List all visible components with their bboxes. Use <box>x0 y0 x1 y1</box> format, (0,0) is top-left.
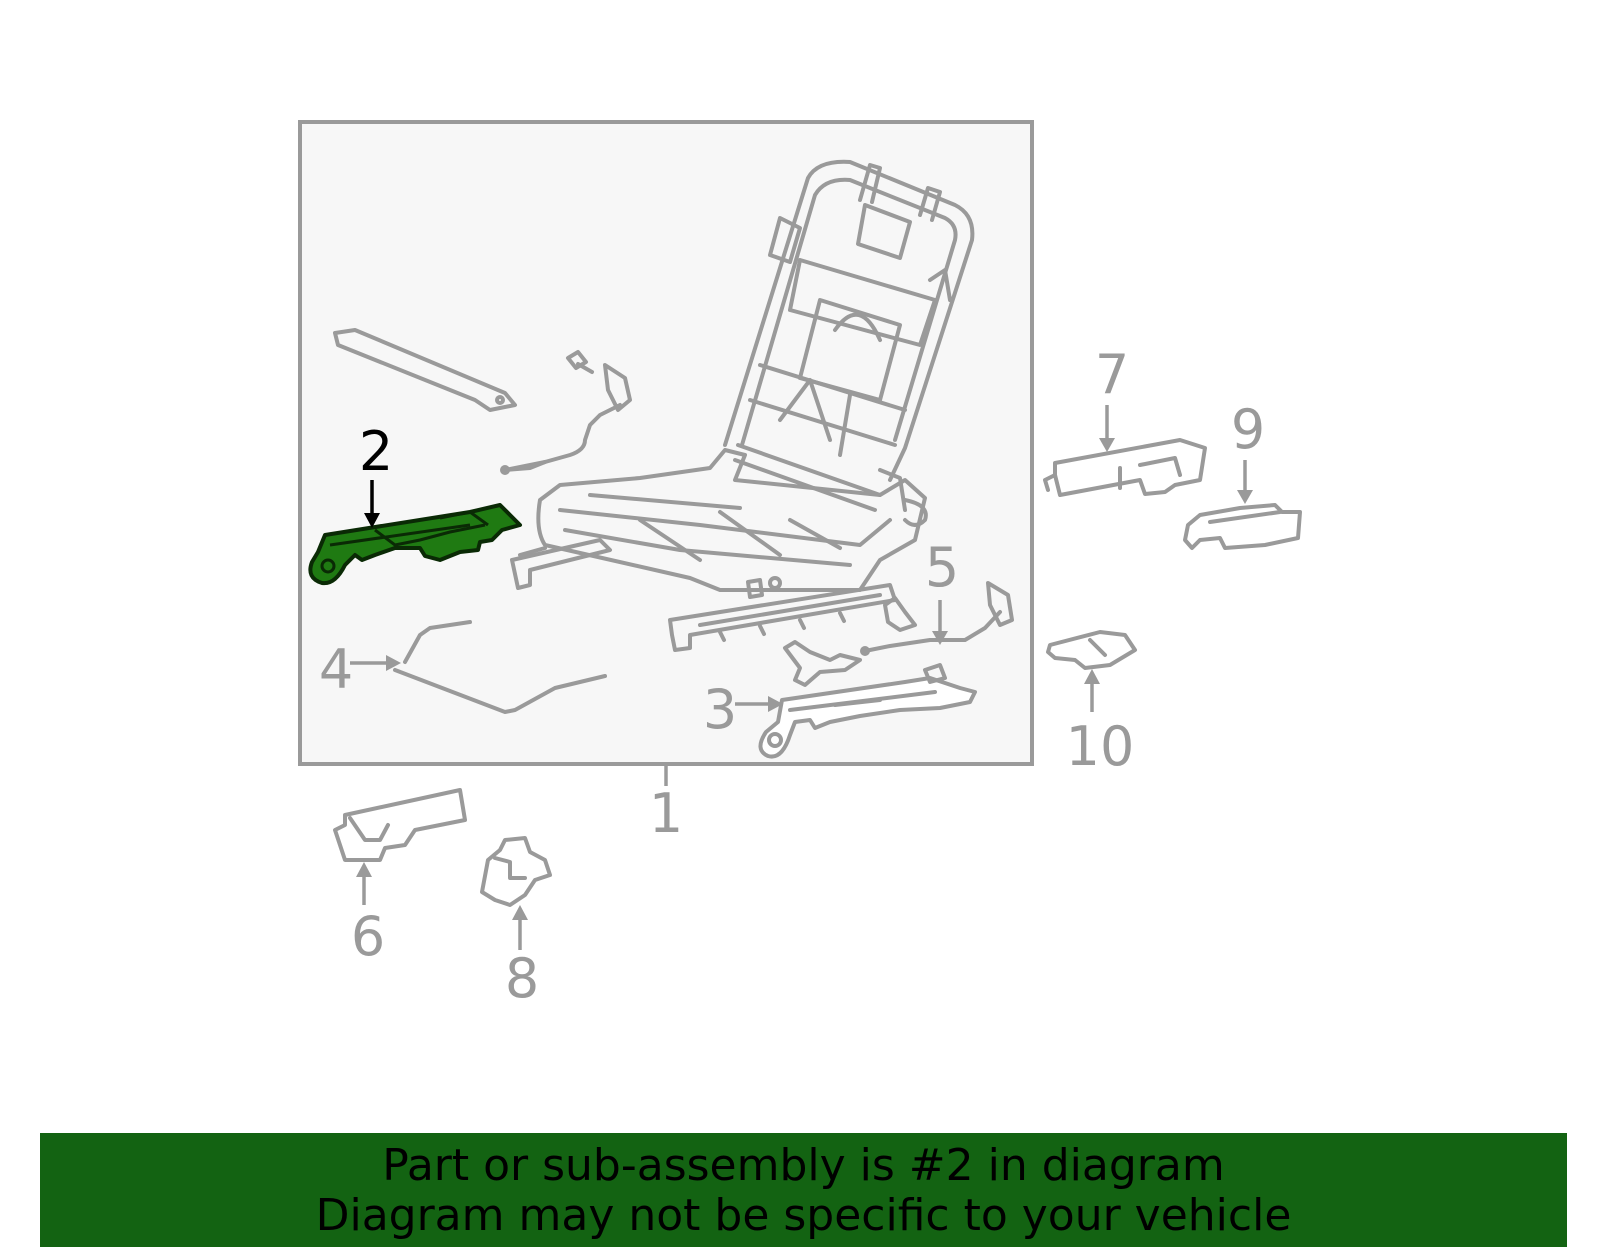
right-seat-rail <box>668 583 897 652</box>
callout-6[interactable]: 6 <box>351 905 385 968</box>
banner-line-2: Diagram may not be specific to your vehi… <box>315 1190 1292 1241</box>
info-banner: Part or sub-assembly is #2 in diagram Di… <box>40 1133 1567 1247</box>
callout-8[interactable]: 8 <box>505 947 539 1010</box>
callout-4[interactable]: 4 <box>319 638 353 701</box>
callout-7[interactable]: 7 <box>1095 343 1129 406</box>
callout-10[interactable]: 10 <box>1066 715 1135 778</box>
upper-crossbar <box>333 328 517 412</box>
left-seat-rail <box>510 538 612 590</box>
assembly-box <box>298 120 1034 766</box>
part-4 <box>393 620 607 714</box>
upper-cable <box>500 350 632 475</box>
callout-2[interactable]: 2 <box>359 420 393 483</box>
part-5 <box>860 581 1014 656</box>
seat-cushion-frame <box>536 448 928 599</box>
callout-5[interactable]: 5 <box>925 536 959 599</box>
seat-frame <box>723 159 975 512</box>
part-9 <box>1183 503 1302 550</box>
part-7 <box>1043 438 1207 497</box>
part-2-highlighted[interactable] <box>308 503 522 586</box>
small-bracket <box>883 596 917 632</box>
banner-line-1: Part or sub-assembly is #2 in diagram <box>382 1140 1225 1191</box>
part-8 <box>480 836 552 907</box>
callout-3[interactable]: 3 <box>703 678 737 741</box>
part-10 <box>1046 630 1137 670</box>
leader-arrows <box>350 405 1253 950</box>
part-3 <box>758 640 977 759</box>
callout-1[interactable]: 1 <box>649 782 683 845</box>
callout-9[interactable]: 9 <box>1231 398 1265 461</box>
part-6 <box>333 788 467 862</box>
